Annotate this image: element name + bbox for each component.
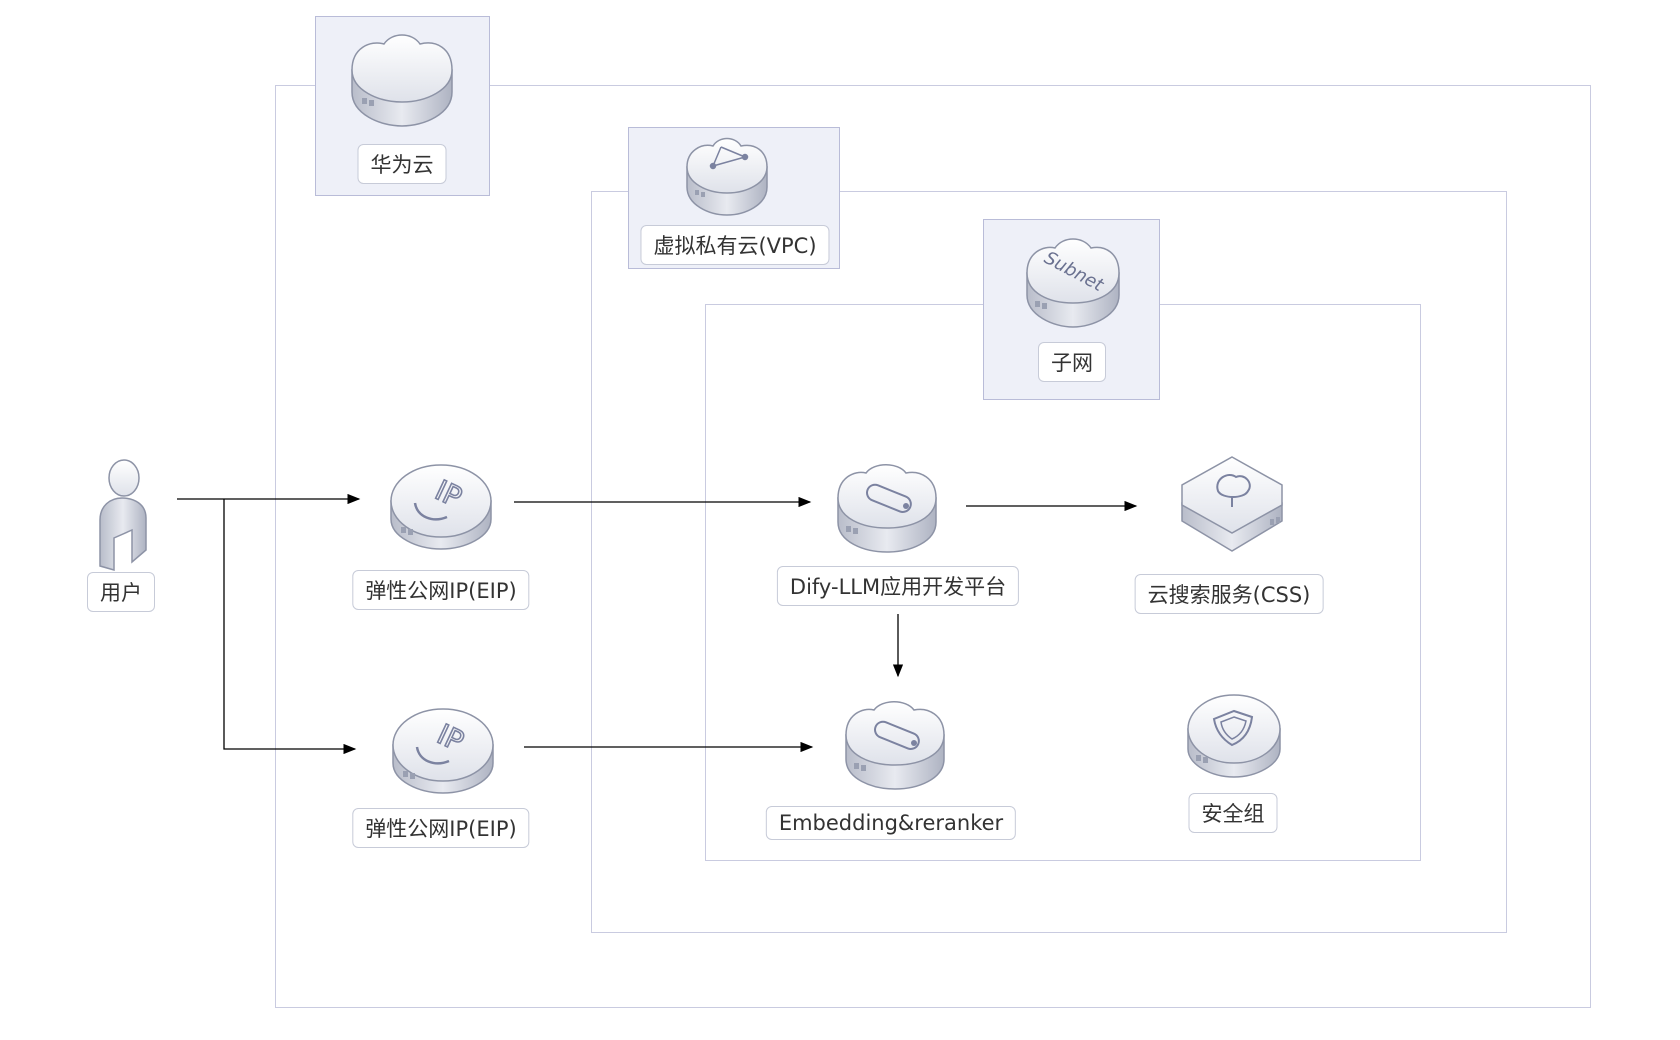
subnet-icon: Subnet (1026, 238, 1120, 328)
eip-top-icon: IP (390, 464, 492, 550)
cloud-icon (351, 34, 453, 127)
css-icon (1181, 456, 1283, 552)
eip-bottom-label: 弹性公网IP(EIP) (352, 808, 530, 848)
eip-bottom-icon: IP (392, 708, 494, 794)
cloud-label: 华为云 (357, 144, 447, 184)
security-group-label: 安全组 (1188, 793, 1278, 833)
user-label: 用户 (87, 572, 155, 612)
embedding-label: Embedding&reranker (765, 806, 1017, 840)
eip-top-label: 弹性公网IP(EIP) (352, 570, 530, 610)
cloud-frame (275, 85, 1591, 1008)
subnet-label: 子网 (1038, 342, 1106, 382)
dify-label: Dify-LLM应用开发平台 (776, 566, 1020, 606)
vpc-icon (686, 137, 768, 216)
dify-icon (837, 464, 937, 553)
user-icon (99, 459, 147, 571)
embedding-icon (845, 701, 945, 790)
security-group-icon (1187, 694, 1281, 778)
edge-user-eip-bottom (223, 499, 357, 755)
css-label: 云搜索服务(CSS) (1134, 574, 1324, 614)
vpc-label: 虚拟私有云(VPC) (640, 225, 830, 265)
vpc-frame (591, 191, 1507, 933)
